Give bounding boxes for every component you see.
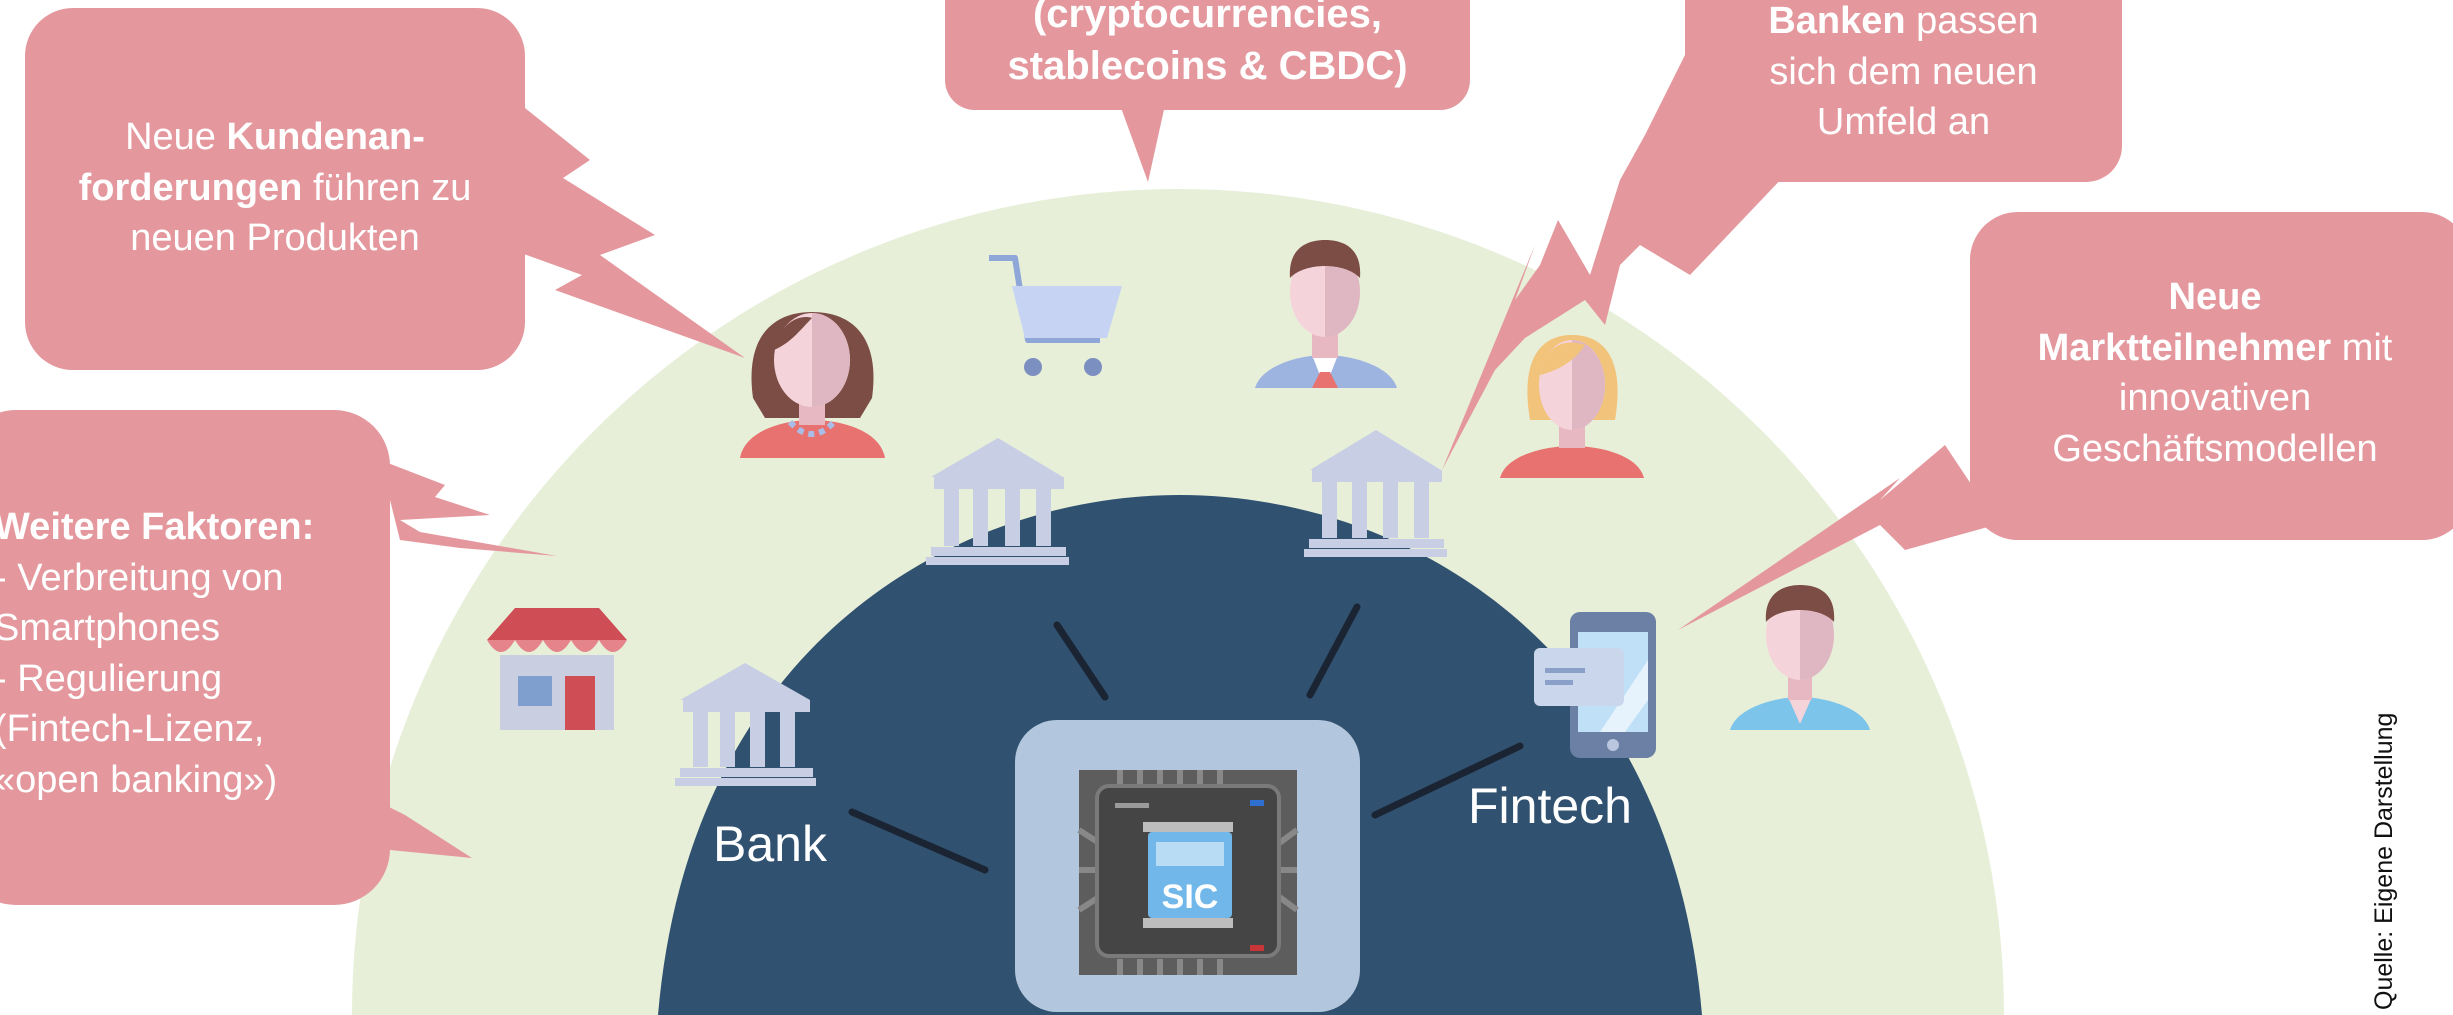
callout-customers: Neue Kundenan-forderungen führen zu neue… — [70, 112, 480, 264]
callout-new-players-bold2: Marktteilnehmer — [2037, 326, 2332, 369]
connector-lines — [848, 603, 1524, 874]
callout-new-players-post: mit — [2331, 326, 2393, 369]
source-note: Quelle: Eigene Darstellung — [2370, 712, 2398, 1010]
speech-bubble-new-players — [1678, 212, 2453, 630]
bank-icon — [926, 438, 1069, 565]
bank-icon — [1304, 430, 1447, 557]
sic-chip: SIC — [1015, 720, 1360, 1012]
callout-factors: Weitere Faktoren: - Verbreitung von Smar… — [0, 502, 384, 805]
speech-bubble-crypto — [945, 0, 1470, 182]
man-avatar — [1255, 240, 1397, 388]
credit-card-icon — [1534, 648, 1624, 706]
callout-banks-line2: sich dem neuen — [1769, 50, 2038, 93]
callout-factors-item2c: «open banking») — [0, 758, 278, 801]
callout-factors-title: Weitere Faktoren: — [0, 506, 315, 548]
callout-customers-bold: Kundenan-forderungen — [78, 116, 425, 209]
man-avatar — [1730, 585, 1870, 730]
callout-customers-pre: Neue — [125, 116, 227, 158]
callout-banks-post1: passen — [1905, 0, 2039, 42]
callout-factors-item1b: Smartphones — [0, 607, 221, 650]
callout-new-players: Neue Marktteilnehmer mit innovativen Ges… — [1995, 272, 2435, 474]
woman-avatar — [740, 312, 885, 458]
speech-bubble-banks — [1442, 0, 2122, 470]
callout-new-players-line3: innovativen — [2118, 377, 2312, 420]
woman-avatar — [1500, 335, 1644, 478]
shop-icon — [487, 608, 627, 730]
bank-label: Bank — [713, 816, 827, 872]
callout-crypto-line1: (cryptocurrencies, — [1032, 0, 1383, 36]
bank-icon — [675, 663, 816, 786]
callout-crypto-line2: stablecoins & CBDC) — [1007, 44, 1408, 88]
callout-crypto: (cryptocurrencies, stablecoins & CBDC) — [945, 0, 1470, 92]
callout-factors-item1a: - Verbreitung von — [0, 556, 284, 599]
shopping-cart-icon — [989, 255, 1122, 376]
fintech-label: Fintech — [1468, 778, 1632, 834]
callout-factors-item2b: (Fintech-Lizenz, — [0, 708, 265, 751]
speech-bubble-factors — [0, 410, 557, 905]
callout-factors-item2a: - Regulierung — [0, 657, 223, 700]
chip-label: SIC — [1162, 878, 1219, 916]
callout-new-players-bold1: Neue — [2168, 276, 2262, 318]
speech-bubble-customers — [25, 8, 745, 370]
callout-new-players-line4: Geschäftsmodellen — [2052, 427, 2378, 470]
callout-banks-line3: Umfeld an — [1816, 101, 1991, 144]
callout-banks: Banken passen sich dem neuen Umfeld an — [1685, 0, 2122, 148]
callout-customers-post: führen zu neuen Produkten — [130, 166, 472, 260]
callout-banks-bold: Banken — [1768, 0, 1906, 42]
